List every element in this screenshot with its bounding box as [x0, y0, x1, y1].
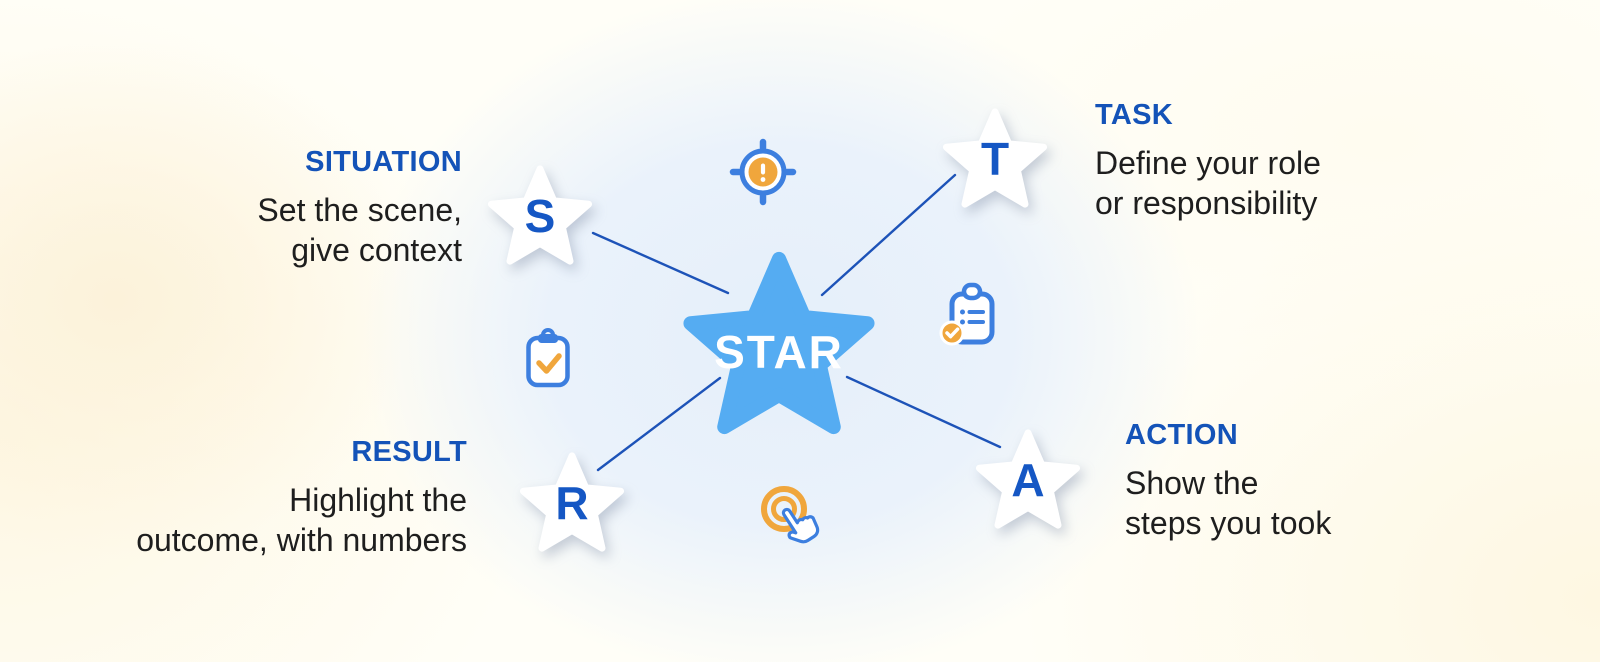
- clipboard-list-icon: [939, 282, 995, 346]
- task-desc-line1: Define your role: [1095, 145, 1321, 181]
- result-desc-line1: Highlight the: [289, 482, 467, 518]
- star-shape-icon: [519, 452, 625, 552]
- connector-line-result: [596, 376, 722, 472]
- star-shape-icon: [942, 108, 1048, 208]
- clipboard-check-icon: [526, 328, 570, 388]
- center-star-label: STAR: [714, 326, 844, 378]
- alert-target-icon: [729, 138, 797, 206]
- situation-label-group: SITUATION Set the scene, give context: [257, 144, 462, 270]
- result-letter: R: [555, 477, 589, 529]
- star-shape-icon: [487, 165, 593, 265]
- task-description: Define your role or responsibility: [1095, 143, 1321, 223]
- result-desc-line2: outcome, with numbers: [136, 522, 467, 558]
- situation-description: Set the scene, give context: [257, 190, 462, 270]
- action-desc-line1: Show the: [1125, 465, 1259, 501]
- action-title: ACTION: [1125, 419, 1238, 451]
- action-label-group: ACTION Show the steps you took: [1125, 417, 1331, 543]
- situation-title: SITUATION: [305, 146, 462, 178]
- action-desc-line2: steps you took: [1125, 505, 1332, 541]
- situation-desc-line2: give context: [291, 232, 462, 268]
- tap-gesture-icon: [761, 486, 820, 544]
- action-letter: A: [1011, 454, 1045, 506]
- connector-line-situation: [591, 231, 730, 295]
- star-shape-icon: [683, 251, 875, 435]
- connector-line-action: [845, 375, 1002, 449]
- connector-line-task: [820, 173, 957, 297]
- star-node-task: T: [940, 103, 1050, 213]
- situation-desc-line1: Set the scene,: [257, 192, 462, 228]
- task-desc-line2: or responsibility: [1095, 185, 1318, 221]
- star-shape-icon: [975, 429, 1081, 529]
- situation-letter: S: [524, 190, 556, 242]
- action-description: Show the steps you took: [1125, 463, 1331, 543]
- result-description: Highlight the outcome, with numbers: [136, 480, 467, 560]
- star-node-action: A: [973, 424, 1083, 534]
- result-label-group: RESULT Highlight the outcome, with numbe…: [136, 434, 467, 560]
- task-letter: T: [980, 133, 1010, 185]
- task-title: TASK: [1095, 99, 1173, 131]
- task-label-group: TASK Define your role or responsibility: [1095, 97, 1321, 223]
- star-node-situation: S: [485, 160, 595, 270]
- result-title: RESULT: [351, 436, 467, 468]
- star-node-result: R: [517, 447, 627, 557]
- center-star-node: STAR: [679, 243, 879, 443]
